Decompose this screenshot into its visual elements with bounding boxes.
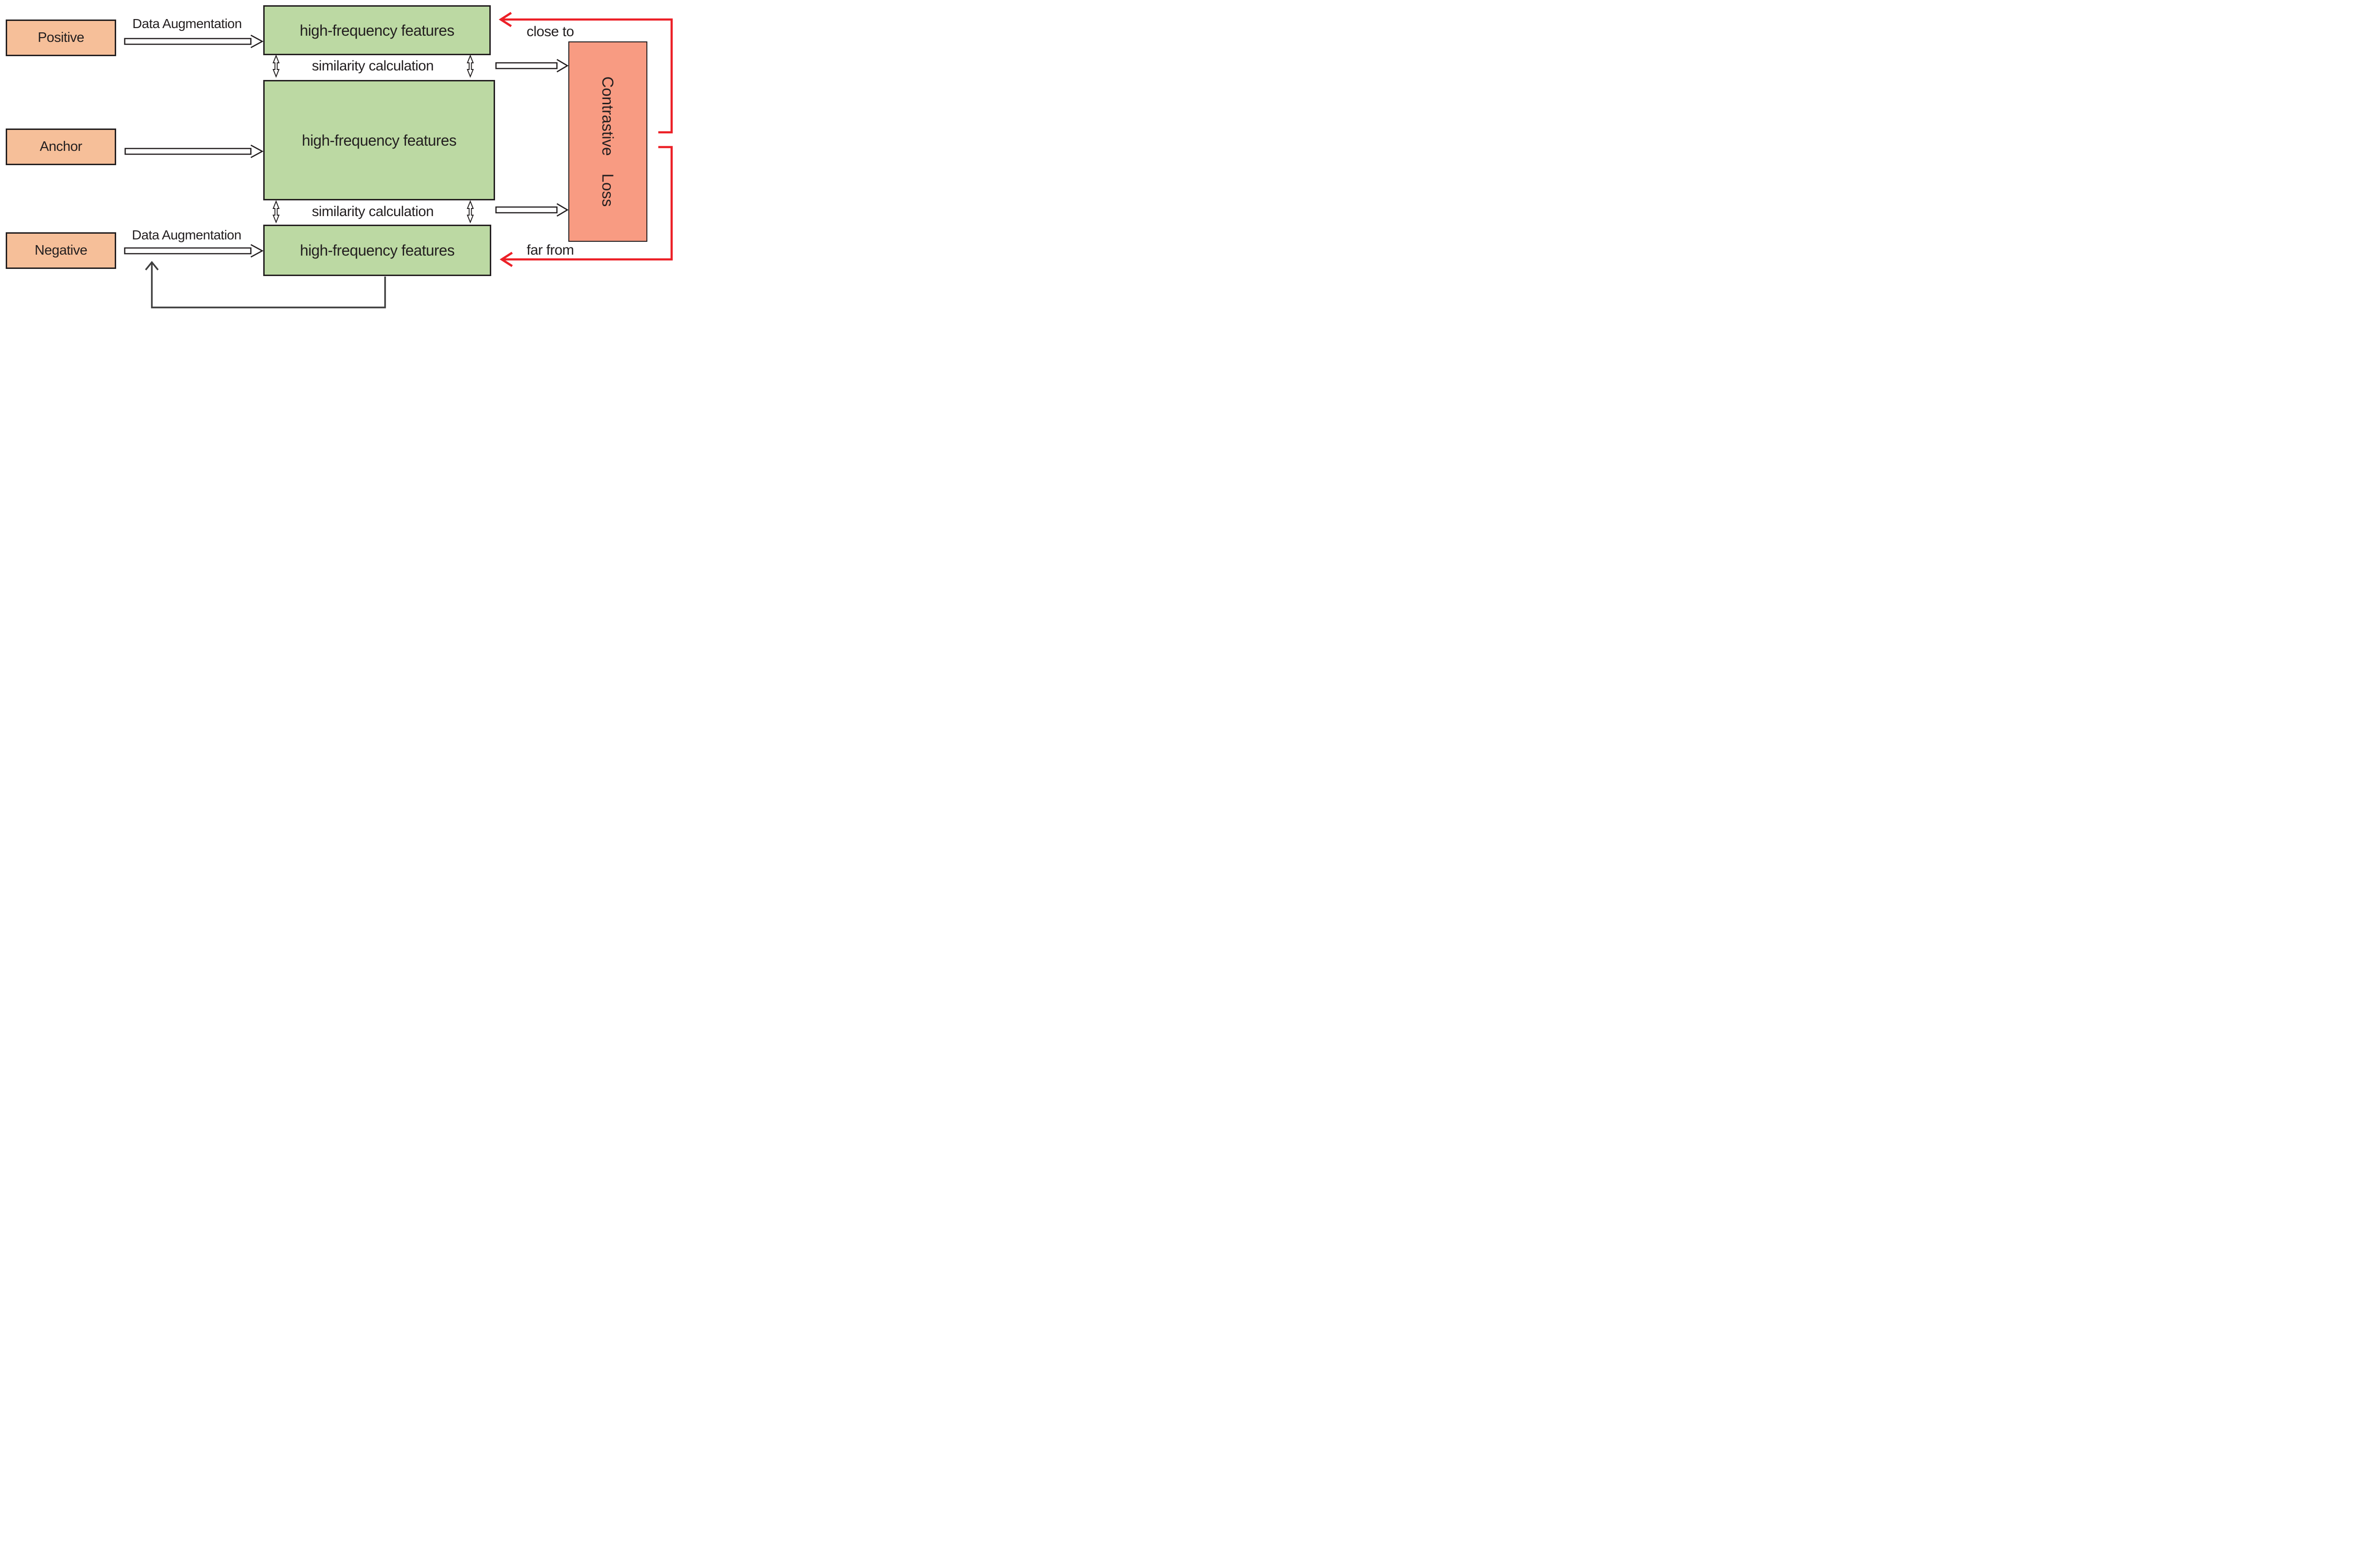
updown-arrow-icon-top-right (466, 54, 474, 78)
label-data-augmentation-bottom: Data Augmentation (132, 228, 241, 242)
negative-label: Negative (34, 243, 88, 258)
arrow-similarity-bottom-to-loss (495, 203, 569, 217)
arrow-negative-to-features (124, 244, 264, 258)
arrow-similarity-top-to-loss (495, 59, 569, 73)
feature-box-middle: high-frequency features (263, 80, 495, 200)
anchor-label: Anchor (40, 139, 82, 154)
input-box-negative: Negative (6, 232, 116, 269)
label-close-to: close to (526, 24, 574, 40)
input-box-positive: Positive (6, 20, 116, 56)
feature-bottom-label: high-frequency features (300, 242, 455, 259)
label-similarity-calculation-bottom: similarity calculation (312, 204, 434, 219)
contrastive-loss-box: Contrastive Loss (568, 41, 647, 242)
arrow-anchor-to-features (124, 144, 264, 158)
feature-box-top: high-frequency features (263, 5, 491, 55)
updown-arrow-icon-bottom-right (466, 200, 474, 224)
contrastive-loss-label: Contrastive Loss (599, 76, 617, 207)
feature-top-label: high-frequency features (299, 21, 455, 39)
input-box-anchor: Anchor (6, 129, 116, 165)
diagram-canvas: Positive Anchor Negative high-frequency … (0, 0, 678, 311)
arrow-positive-to-features (124, 34, 264, 49)
label-far-from: far from (526, 242, 574, 258)
positive-label: Positive (38, 30, 84, 45)
label-similarity-calculation-top: similarity calculation (312, 58, 434, 74)
feature-middle-label: high-frequency features (302, 131, 456, 149)
updown-arrow-icon-top-left (272, 54, 280, 78)
feature-box-bottom: high-frequency features (263, 225, 491, 276)
updown-arrow-icon-bottom-left (272, 200, 280, 224)
label-data-augmentation-top: Data Augmentation (132, 16, 242, 31)
